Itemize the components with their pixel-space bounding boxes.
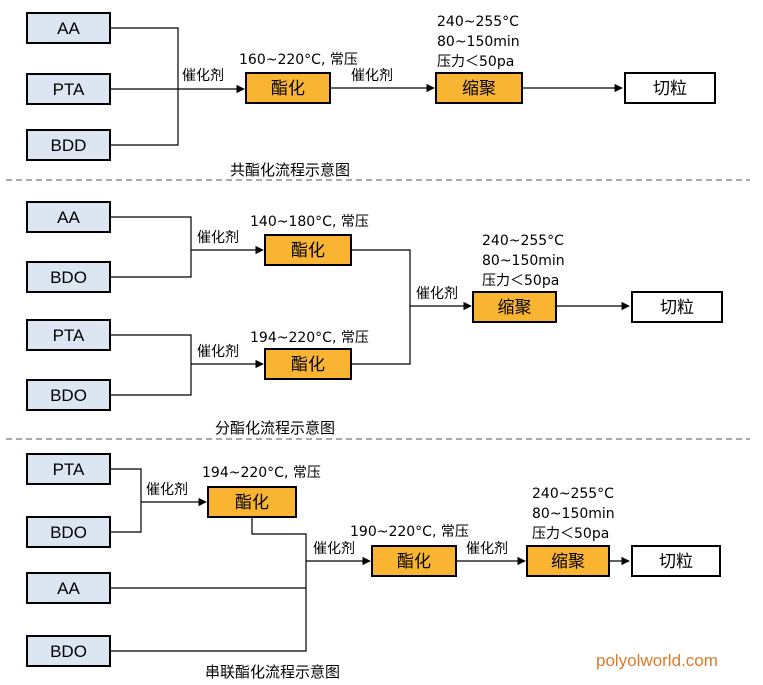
section-caption: 分酯化流程示意图 [215,419,335,437]
esterify-label: 酯化 [291,355,325,375]
merge-line [351,249,411,365]
catalyst-label: 催化剂 [351,68,393,84]
esterify-condition: 190~220°C, 常压 [350,524,469,540]
feed-box-bdd: BDD [26,129,111,161]
section-caption: 串联酯化流程示意图 [205,663,340,681]
poly-condition-time: 80~150min [532,506,615,522]
catalyst-label: 催化剂 [146,482,188,498]
esterify-box: 酯化 [264,234,352,266]
catalyst-label: 催化剂 [182,68,224,84]
catalyst-label: 催化剂 [313,541,355,557]
esterify-label: 酯化 [291,241,325,261]
esterify-condition: 194~220°C, 常压 [250,330,369,346]
feed-label: BDO [50,642,87,661]
feed-collector-line [110,468,142,533]
feed-label: PTA [53,460,85,479]
poly-condition-time: 80~150min [437,34,520,50]
esterify-condition: 160~220°C, 常压 [239,52,358,68]
feed-box-pta: PTA [26,73,111,105]
esterify-box: 酯化 [371,545,457,577]
poly-condition-pressure: 压力＜50pa [532,526,609,542]
esterify-label: 酯化 [235,493,269,513]
catalyst-label: 催化剂 [197,344,239,360]
catalyst-label: 催化剂 [197,230,239,246]
catalyst-label: 催化剂 [416,286,458,302]
pelletizing-box: 切粒 [631,545,721,577]
esterify-label: 酯化 [397,552,431,572]
feed-label: PTA [53,80,85,99]
feed-label: BDD [51,136,87,155]
catalyst-label: 催化剂 [466,541,508,557]
watermark: polyolworld.com [596,651,718,670]
esterify-box: 酯化 [245,72,331,104]
feed-box-bdo: BDO [26,261,111,293]
poly-condition-temp: 240~255°C [437,14,519,30]
polycondensation-label: 缩聚 [462,79,496,99]
esterify-condition: 194~220°C, 常压 [202,465,321,481]
feed-label: BDO [50,268,87,287]
feed-collector-line [110,216,192,278]
feed-box-pta: PTA [26,453,111,485]
feed-box-bdo: BDO [26,635,111,667]
feed-collector-line [110,334,192,396]
pelletizing-label: 切粒 [653,79,687,99]
polycondensation-box: 缩聚 [526,545,610,577]
feed-label: BDO [50,386,87,405]
poly-condition-time: 80~150min [482,253,565,269]
poly-condition-pressure: 压力＜50pa [437,54,514,70]
section-split-esterification: AA BDO PTA BDO 催化剂 140~180°C, 常压 酯化 催化剂 … [26,201,723,437]
section-series-esterification: PTA BDO AA BDO 催化剂 194~220°C, 常压 酯化 催化剂 … [26,453,721,681]
feed-box-aa: AA [26,201,111,233]
polycondensation-box: 缩聚 [435,72,523,104]
section-caption: 共酯化流程示意图 [230,161,350,179]
pelletizing-label: 切粒 [659,552,693,572]
poly-condition-temp: 240~255°C [532,486,614,502]
feed-collector-line [110,27,179,146]
feed-label: AA [57,19,80,38]
pelletizing-box: 切粒 [631,291,723,323]
pelletizing-box: 切粒 [624,72,716,104]
esterify-condition: 140~180°C, 常压 [250,214,369,230]
poly-condition-temp: 240~255°C [482,233,564,249]
feed-box-aa: AA [26,12,111,44]
section-co-esterification: AA PTA BDD 催化剂 160~220°C, 常压 酯化 催化剂 240~… [26,12,716,179]
feed-label: AA [57,579,80,598]
feed-box-pta: PTA [26,319,111,351]
esterify-label: 酯化 [271,79,305,99]
polycondensation-label: 缩聚 [498,298,532,318]
feed-label: PTA [53,326,85,345]
feed-box-aa: AA [26,572,111,604]
feed-label: BDO [50,523,87,542]
feed-box-bdo: BDO [26,516,111,548]
merge-line [110,517,307,652]
polycondensation-label: 缩聚 [551,552,585,572]
polycondensation-box: 缩聚 [472,291,557,323]
pelletizing-label: 切粒 [660,298,694,318]
esterify-box: 酯化 [207,486,297,518]
feed-box-bdo: BDO [26,379,111,411]
poly-condition-pressure: 压力＜50pa [482,273,559,289]
feed-label: AA [57,208,80,227]
esterify-box: 酯化 [264,348,352,380]
